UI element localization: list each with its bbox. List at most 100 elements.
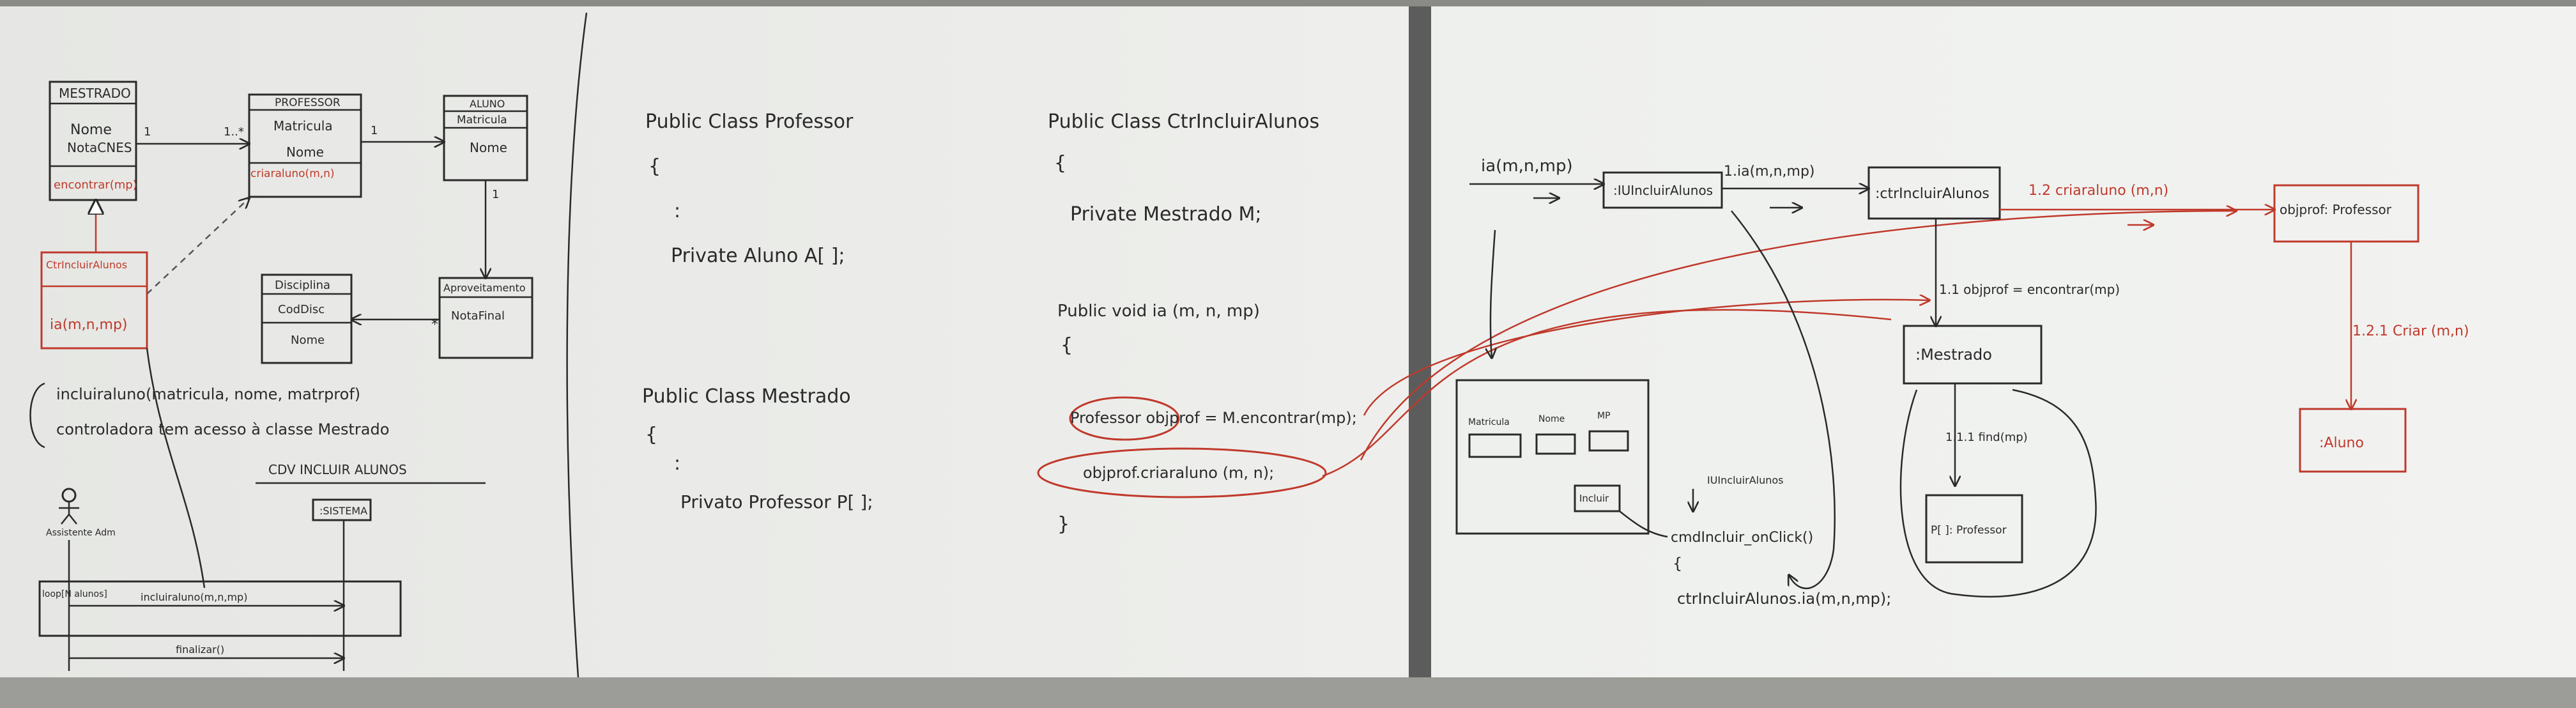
lifeline-p [1925, 494, 2023, 564]
class-professor: PROFESSOR Matricula Nome criaraluno(m,n) [248, 93, 362, 198]
note-line: incluiraluno(matricula, nome, matrprof) [56, 385, 360, 403]
actor-icon [59, 488, 79, 525]
svg-text:Matricula: Matricula [1468, 417, 1510, 427]
svg-text:objprof: Professor: objprof: Professor [2280, 202, 2392, 217]
message: 1.2.1 Criar (m,n) [2352, 323, 2469, 339]
svg-text:Privato Professor P[ ];: Privato Professor P[ ]; [680, 491, 873, 512]
class-aluno: ALUNO Matricula Nome [443, 95, 528, 181]
svg-text:*: * [431, 317, 438, 333]
class-name: MESTRADO [59, 86, 131, 101]
message: incluiraluno(m,n,mp) [141, 591, 247, 603]
svg-text:{: { [645, 424, 657, 446]
svg-text:Disciplina: Disciplina [275, 279, 330, 292]
system-lifeline: :SISTEMA [319, 505, 367, 517]
method: encontrar(mp) [54, 178, 137, 192]
svg-text:Public Class Professor: Public Class Professor [645, 111, 854, 133]
svg-text:1: 1 [492, 188, 499, 201]
field-mp [1588, 430, 1629, 452]
incoming-message: ia(m,n,mp) [1481, 157, 1573, 176]
highlight-ellipse [1037, 447, 1327, 498]
lifeline-aluno [2299, 408, 2407, 473]
svg-text:Private Mestrado M;: Private Mestrado M; [1070, 203, 1262, 226]
board-top-frame [0, 0, 2576, 6]
code-professor: Public Class Professor { : Private Aluno… [645, 111, 854, 267]
code-mestrado: Public Class Mestrado { : Privato Profes… [642, 385, 873, 512]
svg-text:Public void ia (m, n, mp): Public void ia (m, n, mp) [1057, 302, 1260, 321]
svg-text::Aluno: :Aluno [2319, 435, 2364, 451]
svg-text:Matricula: Matricula [457, 114, 507, 127]
section-divider-line [566, 12, 588, 678]
lifeline-ui [1602, 171, 1723, 209]
svg-text:1: 1 [144, 125, 151, 139]
svg-text:ia(m,n,mp): ia(m,n,mp) [50, 317, 128, 333]
field-nome [1535, 433, 1576, 455]
svg-text:objprof.criaraluno (m, n);: objprof.criaraluno (m, n); [1083, 464, 1274, 482]
svg-text:{: { [648, 155, 661, 178]
board-divider [1409, 0, 1431, 708]
svg-text::IUIncluirAlunos: :IUIncluirAlunos [1613, 183, 1713, 198]
sequence-right: ia(m,n,mp) :IUIncluirAlunos 1.ia(m,n,mp)… [1469, 157, 2469, 598]
svg-text:{: { [1061, 334, 1073, 357]
svg-text:MP: MP [1597, 411, 1611, 421]
svg-text:PROFESSOR: PROFESSOR [275, 96, 341, 109]
svg-text:Nome: Nome [1538, 414, 1565, 424]
svg-text:NotaFinal: NotaFinal [451, 309, 505, 323]
lifeline-mestrado [1903, 325, 2043, 385]
svg-text:criaraluno(m,n): criaraluno(m,n) [250, 167, 335, 180]
svg-text:1: 1 [371, 124, 378, 137]
frame-label: loop[N alunos] [42, 589, 107, 599]
svg-text:}: } [1057, 513, 1070, 535]
attr: NotaCNES [67, 140, 132, 155]
code-ctrincluiralunos: Public Class CtrIncluirAlunos { Private … [1037, 111, 2236, 535]
notes: incluiraluno(matricula, nome, matrprof) … [29, 382, 389, 449]
lifeline-ctr [1867, 166, 2001, 220]
svg-text:Private Aluno A[ ];: Private Aluno A[ ]; [671, 245, 845, 267]
svg-text:IUIncluirAlunos: IUIncluirAlunos [1707, 474, 1784, 486]
lifeline-prof [2273, 184, 2419, 243]
left-board [0, 0, 1415, 708]
svg-text:Nome: Nome [286, 144, 324, 160]
field-matricula [1468, 433, 1522, 458]
note-line: controladora tem acesso à classe Mestrad… [56, 420, 389, 438]
svg-text:cmdIncluir_onClick(): cmdIncluir_onClick() [1671, 530, 1813, 546]
class-ctrincluiralunos: CtrIncluirAlunos ia(m,n,mp) [40, 251, 148, 350]
svg-text:Incluir: Incluir [1579, 493, 1609, 504]
incluir-button [1574, 484, 1621, 512]
actor-label: Assistente Adm [46, 528, 116, 538]
svg-text::: : [674, 452, 680, 475]
svg-text:Nome: Nome [291, 334, 325, 347]
svg-text:CodDisc: CodDisc [278, 303, 325, 316]
svg-text::Mestrado: :Mestrado [1915, 346, 1992, 364]
message: 1.ia(m,n,mp) [1724, 164, 1815, 180]
right-board [1415, 0, 2576, 708]
message: 1.2 criaraluno (m,n) [2028, 183, 2168, 199]
svg-text:Public Class CtrIncluirAlunos: Public Class CtrIncluirAlunos [1048, 111, 1319, 133]
ui-form-sketch: Matricula Nome MP Incluir [1455, 229, 1650, 535]
svg-text:Matricula: Matricula [273, 118, 333, 134]
svg-text:CtrIncluirAlunos: CtrIncluirAlunos [46, 259, 127, 271]
highlight-ellipse [1069, 396, 1180, 441]
board-tray [0, 677, 2576, 708]
attr: Nome [70, 122, 112, 138]
form-frame [1455, 379, 1650, 535]
associations: 1 1..* 1 1 * [96, 124, 499, 333]
svg-text:Public Class Mestrado: Public Class Mestrado [642, 385, 851, 408]
svg-text:Professor objprof = M.encontra: Professor objprof = M.encontrar(mp); [1070, 409, 1357, 427]
message: finalizar() [176, 643, 224, 656]
message: 1.1 objprof = encontrar(mp) [1939, 282, 2120, 297]
svg-text::: : [674, 200, 680, 222]
svg-text:ctrIncluirAlunos.ia(m,n,mp);: ctrIncluirAlunos.ia(m,n,mp); [1677, 590, 1891, 608]
svg-text:Aproveitamento: Aproveitamento [443, 282, 526, 294]
sequence-title: CDV INCLUIR ALUNOS [268, 462, 407, 477]
svg-text:P[ ]: Professor: P[ ]: Professor [1931, 524, 2007, 537]
system-sequence-diagram: CDV INCLUIR ALUNOS :SISTEMA Assistente A… [38, 348, 486, 671]
svg-text:ALUNO: ALUNO [470, 98, 505, 110]
message: 1.1.1 find(mp) [1945, 431, 2028, 444]
svg-text:{: { [1054, 152, 1066, 174]
svg-text:1..*: 1..* [224, 125, 244, 139]
ui-code: IUIncluirAlunos cmdIncluir_onClick() { c… [1619, 474, 1891, 608]
svg-text:Nome: Nome [470, 140, 507, 155]
svg-text:{: { [1673, 555, 1682, 573]
svg-text::ctrIncluirAlunos: :ctrIncluirAlunos [1875, 186, 1989, 202]
